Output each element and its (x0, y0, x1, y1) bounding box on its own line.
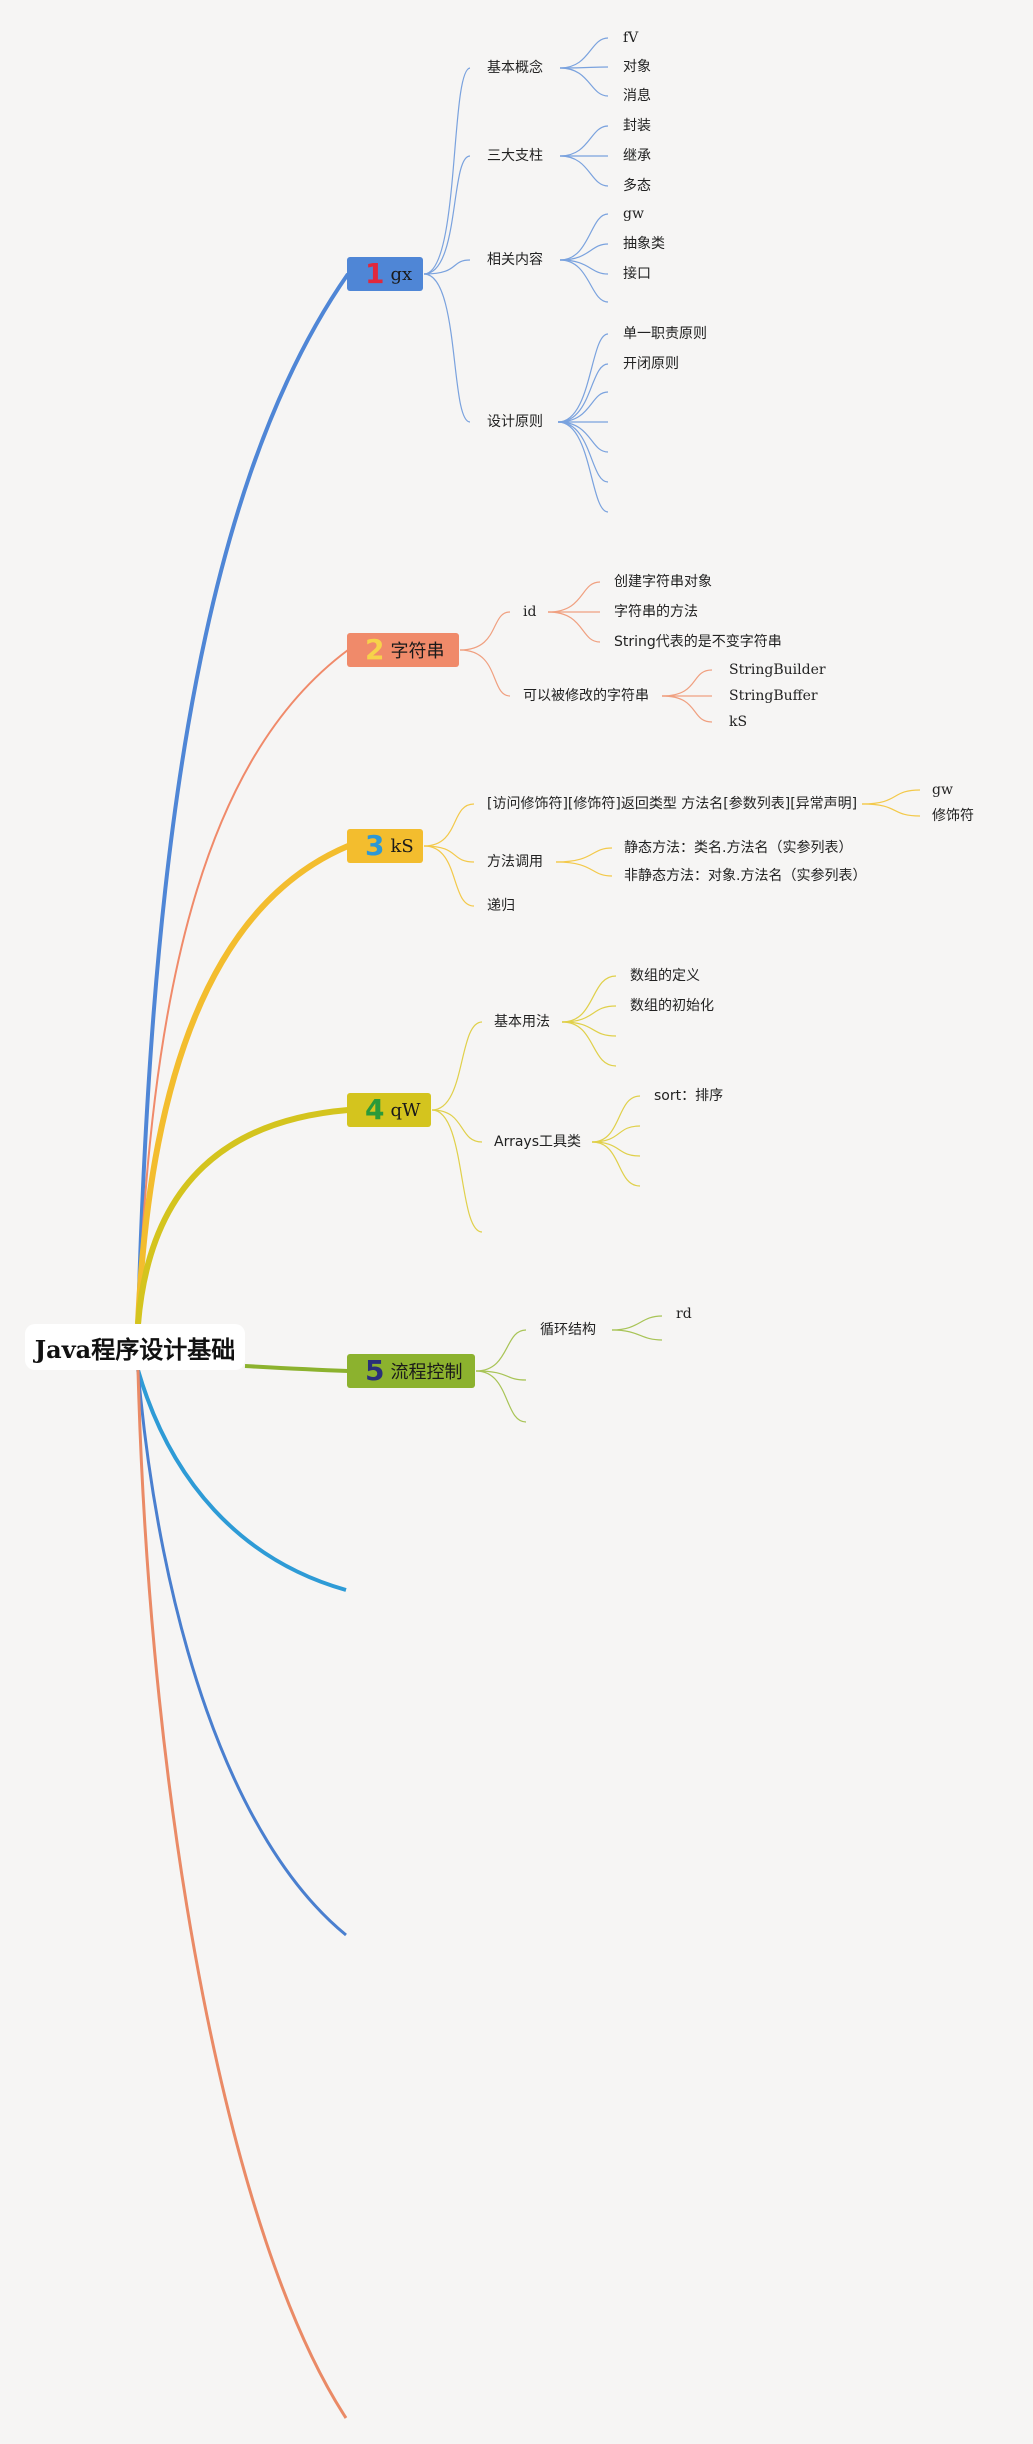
leaf-b1-fv[interactable]: fV (623, 30, 639, 46)
branch-5[interactable]: 5 流程控制 (347, 1354, 475, 1388)
node-b1-design-principles[interactable]: 设计原则 (487, 414, 543, 430)
branch-3-connectors (423, 789, 921, 907)
node-b4-basic-usage[interactable]: 基本用法 (494, 1014, 550, 1030)
leaf-b2-stringbuilder[interactable]: StringBuilder (729, 662, 826, 678)
leaf-b2-stringbuffer[interactable]: StringBuffer (729, 688, 818, 704)
leaf-b4-sort[interactable]: sort：排序 (654, 1088, 724, 1104)
node-b3-method-call[interactable]: 方法调用 (487, 854, 543, 870)
branch-1[interactable]: 1 gx (347, 257, 423, 291)
leaf-b1-message[interactable]: 消息 (623, 88, 651, 104)
branch-4-number: 4 (365, 1093, 385, 1126)
connector-branch-5 (244, 1364, 349, 1373)
connector-branch-4 (135, 1107, 349, 1325)
node-b2-mutable-strings[interactable]: 可以被修改的字符串 (523, 688, 649, 704)
leaf-b4-array-init[interactable]: 数组的初始化 (630, 998, 714, 1014)
leaf-b3-modifier[interactable]: 修饰符 (932, 808, 974, 824)
branch-2[interactable]: 2 字符串 (347, 633, 459, 667)
node-b2-id[interactable]: id (523, 604, 537, 620)
leaf-b1-inheritance[interactable]: 继承 (623, 148, 651, 164)
leaf-b1-polymorphism[interactable]: 多态 (623, 178, 651, 194)
connector-branch-3 (135, 843, 350, 1325)
leaf-b4-array-definition[interactable]: 数组的定义 (630, 968, 700, 984)
leaf-b3-static-method[interactable]: 静态方法：类名.方法名（实参列表） (624, 840, 853, 856)
branch-1-connectors (423, 37, 609, 513)
leaf-b5-rd[interactable]: rd (676, 1306, 692, 1322)
branch-4-label: qW (390, 1099, 421, 1121)
node-b3-recursion[interactable]: 递归 (487, 898, 515, 914)
branch-2-label: 字符串 (390, 641, 445, 662)
leaf-b3-gw[interactable]: gw (932, 782, 953, 798)
leaf-b1-gw[interactable]: gw (623, 206, 644, 222)
leaf-b1-ocp[interactable]: 开闭原则 (623, 356, 679, 372)
node-b5-loop-structure[interactable]: 循环结构 (540, 1322, 596, 1338)
leaf-b1-abstract-class[interactable]: 抽象类 (623, 236, 665, 252)
root-title: Java程序设计基础 (34, 1334, 236, 1364)
branch-4-connectors (431, 975, 641, 1233)
leaf-b1-interface[interactable]: 接口 (623, 266, 651, 282)
branch-3[interactable]: 3 kS (347, 829, 423, 863)
branch-1-label: gx (390, 263, 413, 285)
branch-5-connectors (475, 1315, 663, 1423)
branch-5-label: 流程控制 (390, 1362, 463, 1383)
leaf-b2-create-string[interactable]: 创建字符串对象 (614, 574, 712, 590)
node-b1-related[interactable]: 相关内容 (487, 252, 543, 268)
branch-2-number: 2 (365, 633, 385, 666)
leaf-b3-instance-method[interactable]: 非静态方法：对象.方法名（实参列表） (624, 868, 867, 884)
node-b3-method-signature[interactable]: [访问修饰符][修饰符]返回类型 方法名[参数列表][异常声明] (487, 796, 858, 812)
connector-empty-7 (136, 1369, 347, 1937)
connector-branch-2 (137, 649, 349, 1325)
leaf-b2-string-methods[interactable]: 字符串的方法 (614, 604, 698, 620)
leaf-b1-srp[interactable]: 单一职责原则 (623, 326, 707, 342)
connector-branch-1 (136, 272, 350, 1325)
branch-5-number: 5 (365, 1354, 385, 1387)
connector-empty-8 (136, 1369, 348, 2419)
branch-3-number: 3 (365, 829, 385, 862)
branch-4[interactable]: 4 qW (347, 1093, 431, 1127)
node-b1-three-pillars[interactable]: 三大支柱 (487, 148, 543, 164)
main-connectors (135, 272, 350, 2419)
branch-3-label: kS (390, 835, 414, 857)
branch-1-number: 1 (365, 257, 385, 290)
leaf-b1-encapsulation[interactable]: 封装 (623, 118, 651, 134)
node-b1-basic-concepts[interactable]: 基本概念 (487, 60, 543, 76)
leaf-b1-object[interactable]: 对象 (623, 59, 651, 75)
node-b4-arrays-util[interactable]: Arrays工具类 (494, 1134, 582, 1150)
leaf-b2-ks[interactable]: kS (729, 714, 748, 730)
connector-empty-6 (136, 1369, 347, 1592)
leaf-b2-immutable[interactable]: String代表的是不变字符串 (614, 634, 782, 650)
branch-2-connectors (459, 581, 713, 723)
root-node[interactable]: Java程序设计基础 (25, 1324, 245, 1370)
